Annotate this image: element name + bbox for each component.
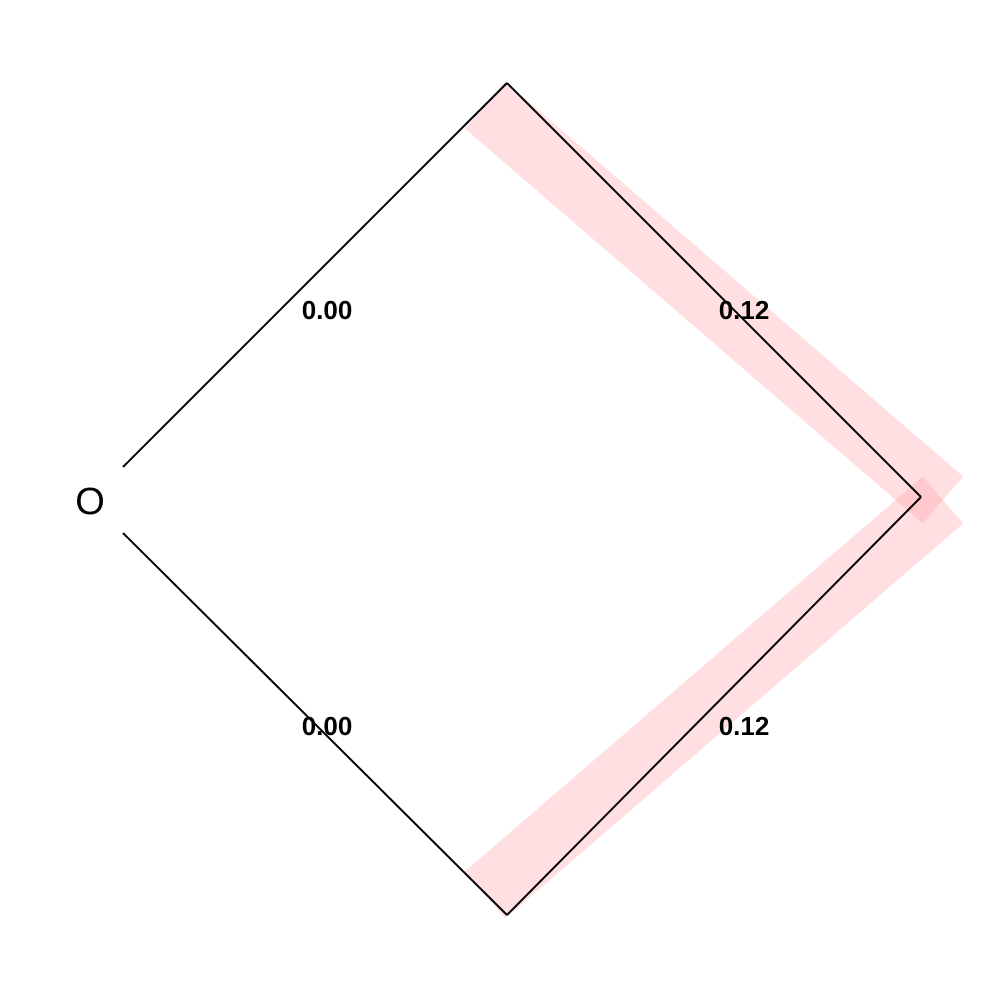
edge-layer xyxy=(122,82,922,916)
edge-bottom-right xyxy=(506,496,922,916)
highlight-band-top-right xyxy=(464,81,964,524)
edge-label-top-left: 0.00 xyxy=(302,295,353,325)
edge-label-bottom-right: 0.12 xyxy=(719,711,770,741)
edge-label-top-right: 0.12 xyxy=(719,295,770,325)
edge-label-bottom-left: 0.00 xyxy=(302,711,353,741)
edge-top-left xyxy=(122,82,508,468)
edge-top-right xyxy=(506,82,922,498)
edge-bottom-left xyxy=(122,532,508,916)
origin-label: O xyxy=(75,481,105,523)
highlight-layer xyxy=(464,81,964,919)
highlight-band-bottom-right xyxy=(464,476,964,919)
